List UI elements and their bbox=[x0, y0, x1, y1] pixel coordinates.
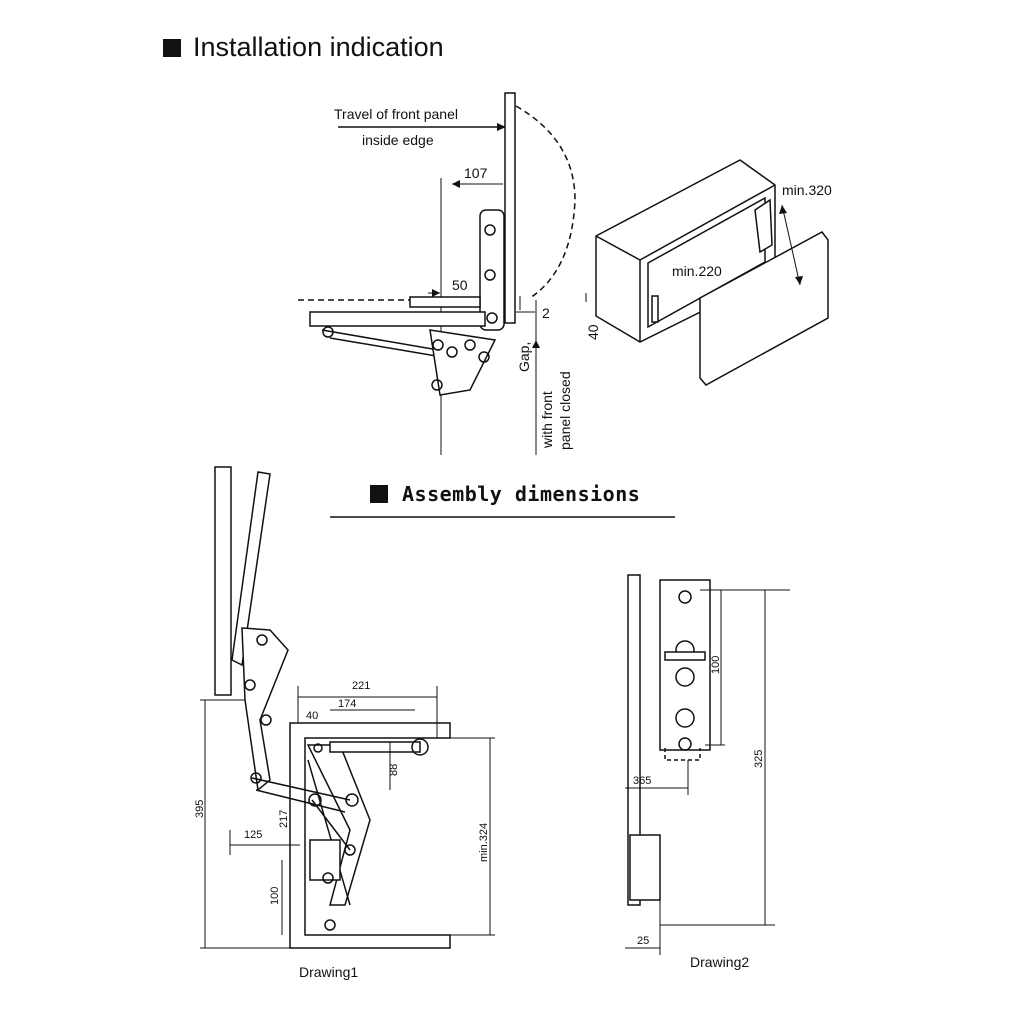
dim-100: 100 bbox=[269, 887, 281, 905]
inside-edge-label: inside edge bbox=[362, 132, 434, 148]
arrow-icon bbox=[432, 289, 440, 297]
travel-label: Travel of front panel bbox=[334, 106, 458, 122]
arrow-icon bbox=[779, 205, 787, 214]
installation-labels: Travel of front panel inside edge 107 50… bbox=[334, 106, 573, 450]
arrow-icon bbox=[795, 276, 803, 285]
cabinet-top-panel bbox=[309, 311, 486, 327]
pivot-icon bbox=[260, 714, 272, 726]
pivot-icon bbox=[250, 772, 262, 784]
pivot-icon bbox=[324, 919, 336, 931]
installation-heading: Installation indication bbox=[163, 32, 444, 63]
pivot-icon bbox=[308, 793, 322, 807]
assembly-heading-text: Assembly dimensions bbox=[402, 482, 641, 506]
damper-end bbox=[411, 738, 429, 756]
drawing2 bbox=[625, 574, 790, 955]
black-square-bullet bbox=[370, 485, 388, 503]
installation-diagram bbox=[298, 92, 576, 455]
arrow-icon bbox=[532, 340, 540, 348]
arrow-icon bbox=[452, 180, 460, 188]
linkage-bars bbox=[251, 759, 351, 906]
pivot-icon bbox=[432, 339, 444, 351]
front-panel-open bbox=[699, 231, 829, 386]
cabinet-hinge bbox=[754, 198, 773, 254]
mounting-hole bbox=[678, 590, 692, 604]
mechanism-arm bbox=[306, 744, 371, 906]
drawing2-caption: Drawing2 bbox=[690, 954, 749, 970]
plate-dashed-outline bbox=[664, 748, 701, 761]
door-panel-open bbox=[231, 471, 271, 667]
dim-min324: min.324 bbox=[478, 823, 490, 862]
dim-107: 107 bbox=[464, 165, 488, 181]
side-panel bbox=[627, 574, 641, 906]
mechanism-upper bbox=[241, 627, 289, 792]
installation-heading-text: Installation indication bbox=[193, 32, 444, 62]
dim-395: 395 bbox=[194, 800, 206, 818]
drawing1 bbox=[200, 466, 495, 949]
dim-2: 2 bbox=[542, 305, 550, 321]
damper-cylinder bbox=[329, 741, 421, 753]
pivot-icon bbox=[344, 844, 356, 856]
cabinet-isometric bbox=[585, 159, 829, 386]
pivot-icon bbox=[345, 793, 359, 807]
dim-line-320 bbox=[781, 204, 801, 286]
arrow-icon bbox=[497, 123, 506, 131]
black-square-bullet bbox=[163, 38, 181, 57]
dim-25: 25 bbox=[637, 935, 649, 947]
pivot-icon bbox=[313, 743, 323, 753]
mount-bracket bbox=[409, 296, 481, 308]
cabinet-hinge bbox=[651, 295, 659, 323]
hinge-screw bbox=[484, 224, 496, 236]
panel-closed-label: panel closed bbox=[557, 371, 573, 450]
dim-88: 88 bbox=[388, 764, 400, 776]
pivot-icon bbox=[478, 351, 490, 363]
dim-125: 125 bbox=[244, 829, 262, 841]
gap-label: Gap, bbox=[516, 342, 532, 372]
front-panel bbox=[504, 92, 516, 324]
mounting-hole bbox=[675, 667, 695, 687]
dim-40: 40 bbox=[306, 710, 318, 722]
mounting-hole bbox=[678, 737, 692, 751]
cabinet-edge bbox=[639, 184, 776, 261]
dim-40-label: 40 bbox=[585, 324, 601, 340]
min-220-label: min.220 bbox=[672, 263, 722, 279]
cabinet-labels: min.320 min.220 40 bbox=[585, 182, 832, 340]
dim-325: 325 bbox=[753, 750, 765, 768]
drawing2-labels: 100 325 365 25 Drawing2 bbox=[633, 656, 765, 970]
adjuster-bar bbox=[664, 651, 706, 661]
dim-365: 365 bbox=[633, 775, 651, 787]
travel-arc-dashed bbox=[515, 105, 576, 299]
pivot-icon bbox=[446, 346, 458, 358]
lower-bracket bbox=[629, 834, 661, 901]
dim-174: 174 bbox=[338, 698, 356, 710]
dim-100: 100 bbox=[710, 656, 722, 674]
dim-50: 50 bbox=[452, 277, 468, 293]
hinge-screw bbox=[484, 269, 496, 281]
pivot-icon bbox=[244, 679, 256, 691]
door-panel bbox=[214, 466, 232, 696]
drawing1-labels: 221 174 40 88 395 217 125 min.324 100 Dr… bbox=[194, 680, 490, 980]
dim-221: 221 bbox=[352, 680, 370, 692]
hinge-screw bbox=[486, 312, 498, 324]
pivot-icon bbox=[256, 634, 268, 646]
mounting-plate bbox=[659, 579, 711, 751]
linkage-plate bbox=[429, 329, 497, 396]
mechanism-base bbox=[309, 839, 341, 881]
dim-217: 217 bbox=[278, 810, 290, 828]
assembly-heading: Assembly dimensions bbox=[370, 482, 640, 506]
pivot-icon bbox=[322, 872, 334, 884]
with-front-label: with front bbox=[539, 391, 555, 449]
pivot-icon bbox=[322, 326, 334, 338]
pivot-icon bbox=[464, 339, 476, 351]
cabinet-frame bbox=[289, 722, 451, 949]
mounting-hole bbox=[675, 708, 695, 728]
pivot-icon bbox=[431, 379, 443, 391]
min-320-label: min.320 bbox=[782, 182, 832, 198]
drawing1-caption: Drawing1 bbox=[299, 964, 358, 980]
cabinet-edge bbox=[595, 235, 641, 261]
